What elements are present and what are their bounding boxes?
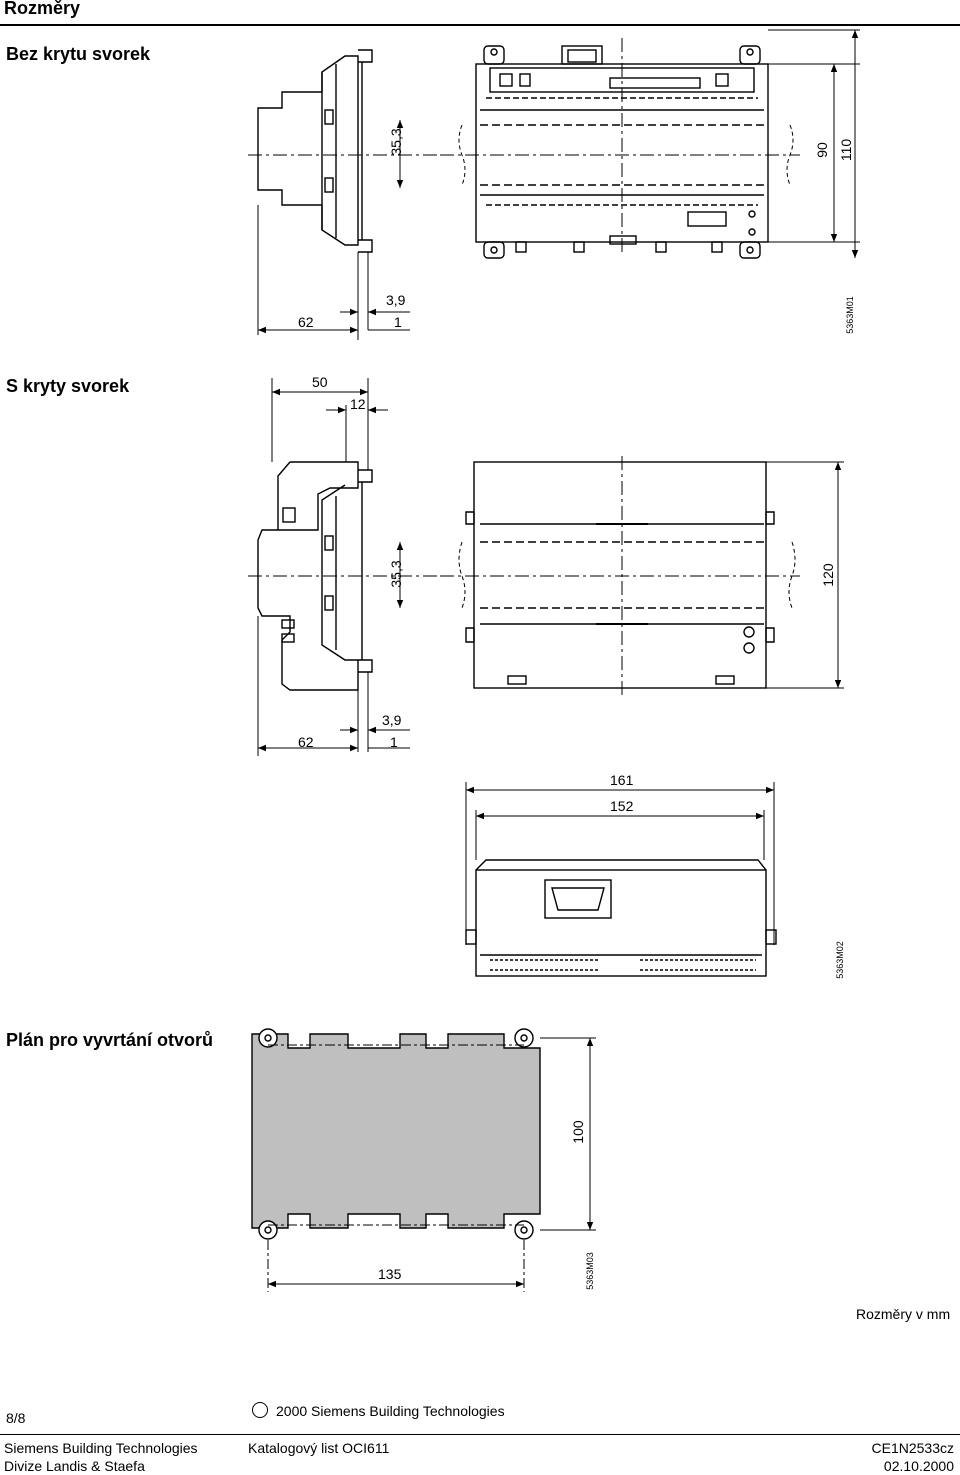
page-title: Rozměry xyxy=(4,0,81,18)
page-number: 8/8 xyxy=(6,1410,26,1426)
dim-label-12: 12 xyxy=(350,396,366,412)
side-view-no-covers xyxy=(248,49,440,340)
dim-label-35-3-middle: 35,3 xyxy=(388,560,404,588)
units-note: Rozměry v mm xyxy=(856,1306,951,1322)
section-title-drilling-plan: Plán pro vyvrtání otvorů xyxy=(6,1030,214,1050)
copyright-icon xyxy=(252,1402,268,1418)
front-view-with-covers xyxy=(440,456,800,698)
dim-label-120: 120 xyxy=(820,563,836,587)
footer-rule xyxy=(0,1434,960,1435)
footer-division: Divize Landis & Staefa xyxy=(4,1458,145,1474)
dim-label-1-top: 1 xyxy=(394,314,402,330)
dim-label-3-9-middle: 3,9 xyxy=(382,712,402,728)
dim-label-35-3-top: 35,3 xyxy=(388,128,404,156)
dim-label-90: 90 xyxy=(814,142,830,158)
dim-label-135: 135 xyxy=(378,1266,402,1282)
drawing-code-1: 5363M01 xyxy=(845,296,855,334)
section-title-without-covers: Bez krytu svorek xyxy=(6,44,151,64)
dim-label-62-middle: 62 xyxy=(298,734,314,750)
dim-label-1-middle: 1 xyxy=(390,734,398,750)
header-rule xyxy=(0,24,960,26)
front-view-no-covers xyxy=(440,38,800,259)
side-view-with-covers xyxy=(248,461,440,752)
section-title-with-covers: S kryty svorek xyxy=(6,376,130,396)
dim-label-110: 110 xyxy=(838,138,854,162)
drawing-code-2: 5363M02 xyxy=(835,941,845,979)
dim-label-50: 50 xyxy=(312,374,328,390)
dim-label-100: 100 xyxy=(570,1120,586,1144)
dim-label-3-9-top: 3,9 xyxy=(386,292,406,308)
drilling-plan xyxy=(251,1028,541,1292)
copyright-line: 2000 Siemens Building Technologies xyxy=(252,1402,505,1419)
footer-doc-code: CE1N2533cz xyxy=(871,1440,955,1456)
bottom-view-with-covers xyxy=(465,859,777,977)
copyright-text: 2000 Siemens Building Technologies xyxy=(276,1403,505,1419)
drawing-code-3: 5363M03 xyxy=(585,1252,595,1290)
dim-label-62-top: 62 xyxy=(298,314,314,330)
dim-label-161: 161 xyxy=(610,772,634,788)
terminal-row-top xyxy=(609,77,701,89)
footer-catalog: Katalogový list OCI611 xyxy=(248,1440,390,1456)
footer-company: Siemens Building Technologies xyxy=(4,1440,198,1456)
footer-date: 02.10.2000 xyxy=(883,1458,954,1474)
dim-label-152: 152 xyxy=(610,798,634,814)
